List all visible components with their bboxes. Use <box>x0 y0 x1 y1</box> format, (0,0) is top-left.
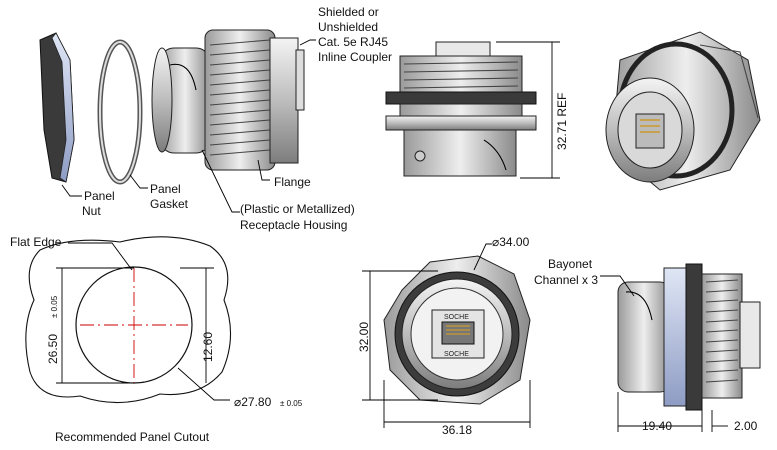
dim-cutout-diameter-tol: ± 0.05 <box>280 399 303 408</box>
exploded-view: Shielded or Unshielded Cat. 5e RJ45 Inli… <box>39 5 392 232</box>
flange-label: Flange <box>274 175 311 189</box>
dim-side-flange: 2.00 <box>734 419 758 433</box>
dim-height-ref: 32.71 REF <box>555 93 569 150</box>
panel-nut-label-line2: Nut <box>82 204 101 218</box>
receptacle-housing-part <box>151 29 305 171</box>
cutout-caption: Recommended Panel Cutout <box>55 430 210 444</box>
flat-edge-label: Flat Edge <box>10 235 62 249</box>
dim-cutout-height-tol: ± 0.05 <box>50 295 59 318</box>
bayonet-label-line1: Bayonet <box>548 257 593 271</box>
coupler-label-line3: Cat. 5e RJ45 <box>318 35 388 49</box>
side-elevation-view: 32.71 REF <box>385 41 569 179</box>
dim-outer-diameter: ⌀34.00 <box>492 235 530 249</box>
panel-gasket-part <box>97 39 143 185</box>
panel-cutout-view: Flat Edge 26.50 ± 0.05 12.60 ⌀27.80 ± 0.… <box>10 235 303 444</box>
dim-side-length: 19.40 <box>642 419 672 433</box>
bayonet-label-line2: Channel x 3 <box>534 273 598 287</box>
jack-marking-bottom: SOCHE <box>444 351 469 358</box>
isometric-view <box>605 31 761 191</box>
panel-gasket-label-line2: Gasket <box>150 197 189 211</box>
coupler-label-line1: Shielded or <box>318 5 379 19</box>
front-view: SOCHE SOCHE ⌀34.00 32.00 36.18 <box>357 235 531 437</box>
dim-cutout-height: 26.50 <box>46 334 60 364</box>
side-profile-view: Bayonet Channel x 3 19.40 2.00 <box>534 257 761 433</box>
jack-marking-top: SOCHE <box>444 314 469 321</box>
housing-threads <box>209 39 271 156</box>
housing-label-line2: Receptacle Housing <box>240 218 347 232</box>
coupler-label-line2: Unshielded <box>318 20 378 34</box>
housing-label-line1: (Plastic or Metallized) <box>240 202 355 216</box>
dim-front-height: 32.00 <box>357 322 371 352</box>
panel-nut-part <box>39 32 75 183</box>
dim-cutout-diameter: ⌀27.80 <box>234 395 272 409</box>
dim-cutout-flat: 12.60 <box>201 332 215 362</box>
panel-gasket-label-line1: Panel <box>150 182 181 196</box>
dim-front-width: 36.18 <box>442 423 472 437</box>
panel-nut-label-line1: Panel <box>84 189 115 203</box>
coupler-label-line4: Inline Coupler <box>318 50 392 64</box>
